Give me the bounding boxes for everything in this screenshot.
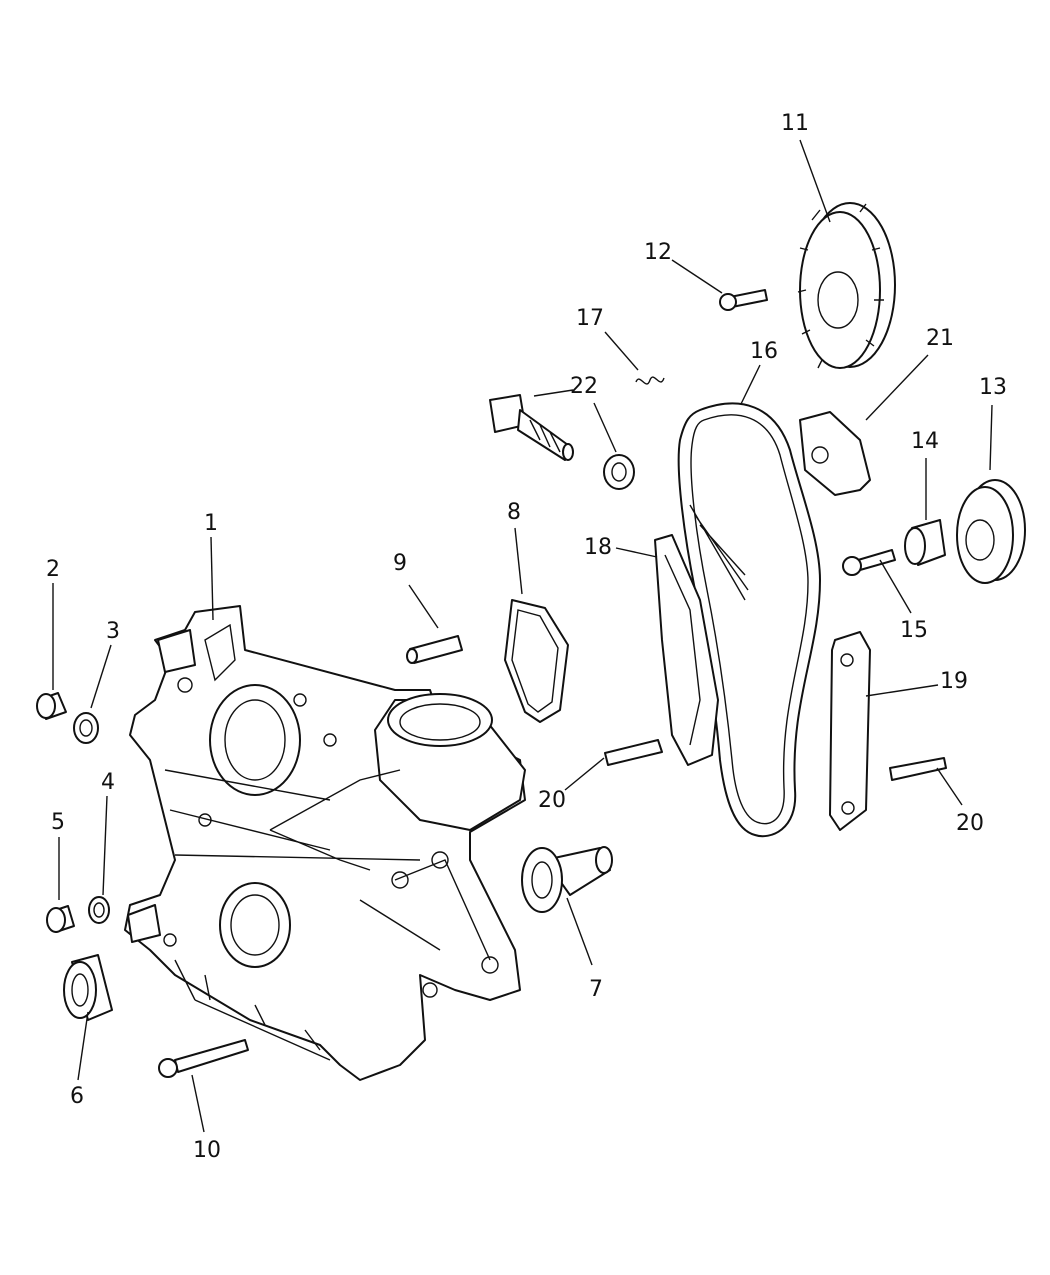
callout-6: 6	[70, 1084, 84, 1109]
part-rail-18	[654, 534, 719, 766]
leader-10	[191, 1074, 205, 1133]
part-dowel-20a	[604, 739, 663, 766]
callout-8: 8	[507, 500, 521, 525]
part-washer-3	[73, 712, 99, 744]
part-chain-16	[677, 402, 821, 838]
part-bolt-15	[842, 549, 896, 576]
callout-10: 10	[193, 1138, 221, 1163]
callout-17: 17	[576, 306, 604, 331]
callout-15: 15	[900, 618, 928, 643]
part-plug-2	[36, 692, 67, 720]
part-rail-19	[829, 631, 871, 831]
callout-4: 4	[101, 770, 115, 795]
part-dowel-9	[406, 635, 463, 664]
callout-5: 5	[51, 810, 65, 835]
part-dowel-20b	[889, 757, 947, 781]
leader-22b	[593, 402, 617, 453]
part-spring-17	[635, 376, 665, 385]
leader-16	[740, 364, 761, 405]
leader-8	[514, 527, 523, 595]
leader-20b	[936, 767, 963, 806]
callout-16: 16	[750, 339, 778, 364]
leader-1	[210, 536, 214, 621]
part-washer-22	[603, 454, 635, 490]
callout-9: 9	[393, 551, 407, 576]
leader-20a	[564, 757, 605, 791]
part-bushing-14	[904, 519, 946, 566]
part-sprocket-13	[956, 479, 1026, 584]
leader-6	[77, 1011, 89, 1081]
leader-13	[989, 404, 993, 471]
part-seal-7	[521, 846, 613, 913]
leader-15	[879, 559, 912, 614]
callout-labels: 1 2 3 4 5 6 7 8 9 10 11 12 13 14 15 16 1…	[46, 111, 1007, 1163]
callout-7: 7	[589, 977, 603, 1002]
callout-18: 18	[584, 535, 612, 560]
part-timing-cover	[124, 605, 526, 1081]
callout-20a: 20	[538, 788, 566, 813]
leader-3	[90, 644, 112, 709]
leader-21	[865, 354, 929, 421]
leader-7	[566, 897, 593, 966]
callout-12: 12	[644, 240, 672, 265]
leader-11	[799, 139, 831, 223]
part-plug-5	[46, 905, 75, 933]
callout-1: 1	[204, 511, 218, 536]
callout-2: 2	[46, 557, 60, 582]
leader-17	[604, 331, 639, 371]
leader-lines	[52, 139, 993, 1133]
leader-19	[865, 684, 939, 697]
callout-14: 14	[911, 429, 939, 454]
callout-20b: 20	[956, 811, 984, 836]
part-washer-4	[88, 896, 110, 924]
part-sprocket-11	[797, 202, 896, 369]
leader-18	[615, 547, 658, 558]
part-bolt-10	[158, 1039, 249, 1078]
leader-9	[408, 584, 439, 629]
part-bolt-12	[719, 289, 768, 311]
part-gasket-8	[504, 599, 569, 723]
part-guide-21	[799, 411, 871, 496]
callout-3: 3	[106, 619, 120, 644]
part-tensioner-22	[489, 394, 574, 461]
leader-4	[102, 795, 108, 896]
callout-13: 13	[979, 375, 1007, 400]
callout-11: 11	[781, 111, 809, 136]
callout-22: 22	[570, 374, 598, 399]
part-seal-6	[63, 954, 113, 1021]
callout-19: 19	[940, 669, 968, 694]
leader-22a	[533, 389, 574, 397]
callout-21: 21	[926, 326, 954, 351]
leader-12	[671, 259, 723, 294]
